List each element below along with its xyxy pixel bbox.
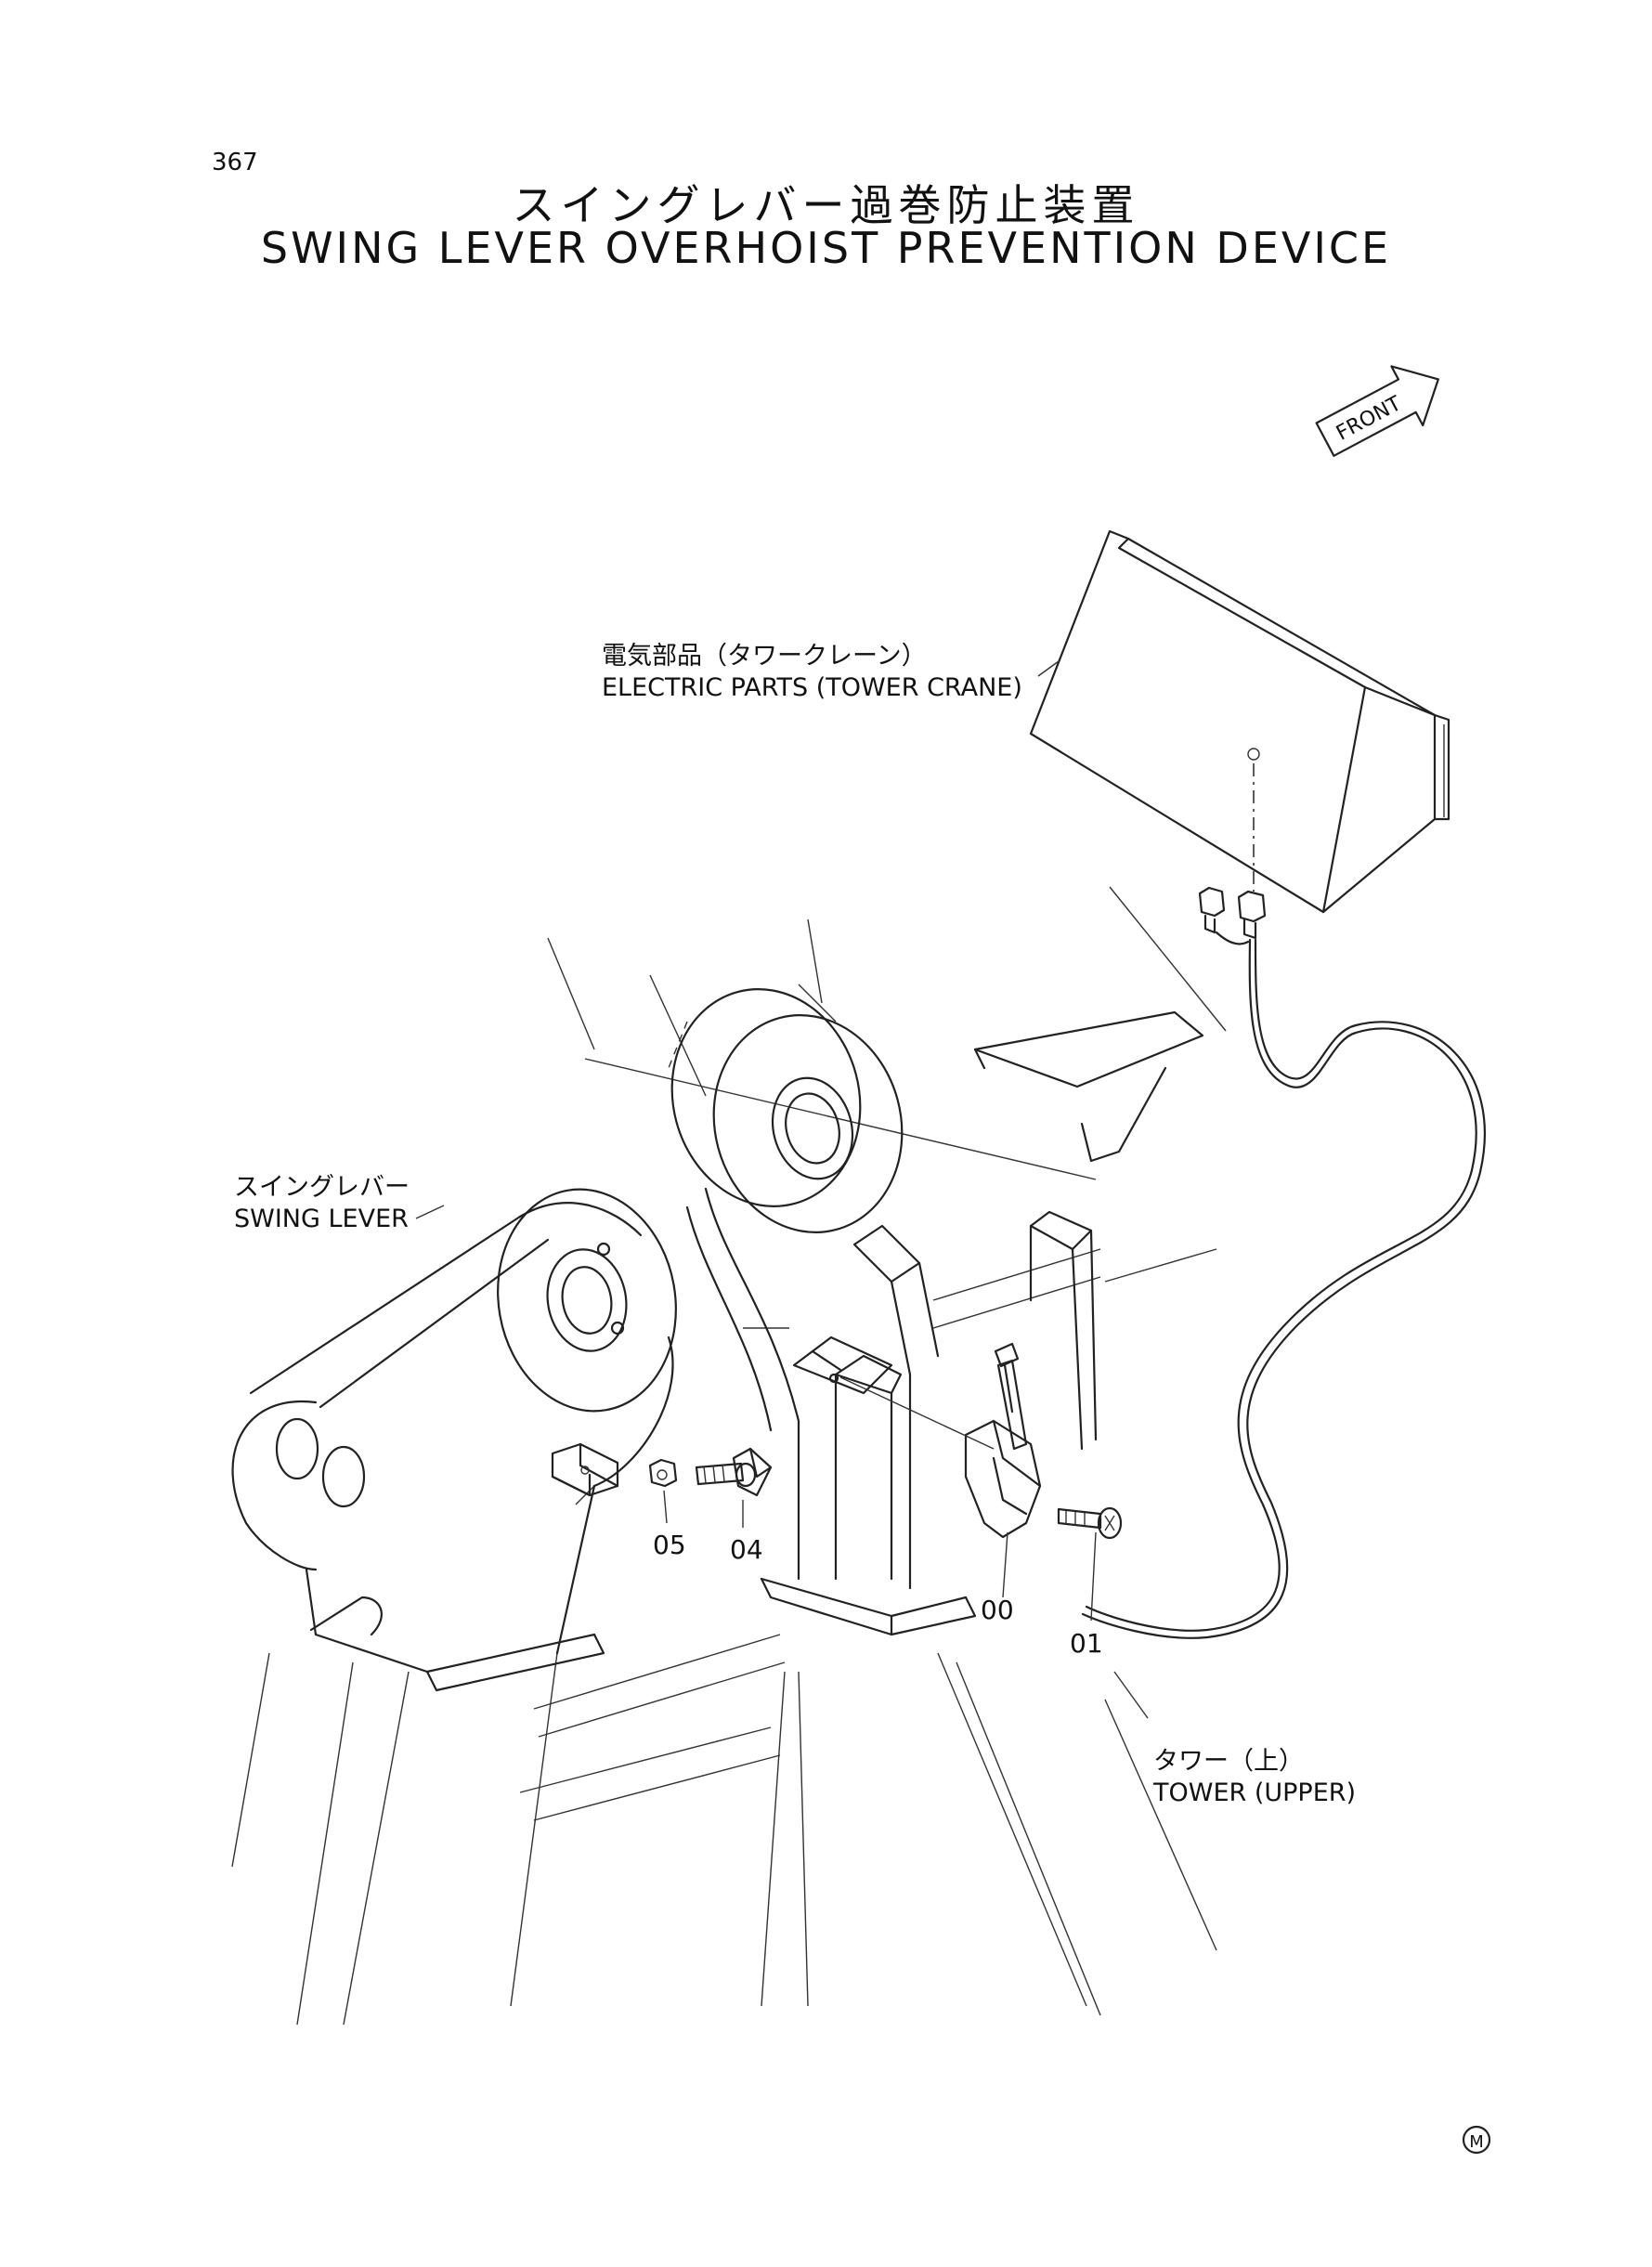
electric-parts-label-en: ELECTRIC PARTS (TOWER CRANE) (602, 673, 1022, 702)
tower-upper-label-en: TOWER (UPPER) (1153, 1778, 1357, 1807)
swing-lever-label-jp: スイングレバー (234, 1173, 410, 1202)
page-title-japanese: スイングレバー過巻防止装置 (512, 180, 1140, 230)
front-arrow-icon: FRONT (1315, 365, 1439, 457)
callout-part-01: 01 (1070, 1628, 1103, 1659)
bolt-part-04 (695, 1447, 773, 1528)
limit-switch (839, 1342, 1042, 1598)
tower-upper-label-jp: タワー（上） (1153, 1747, 1304, 1776)
electric-parts-label-jp: 電気部品（タワークレーン） (602, 642, 927, 671)
footer-mark: M (1469, 2132, 1484, 2152)
leader-lines (415, 660, 1149, 1719)
spacer-block (551, 1442, 619, 1497)
callout-part-05: 05 (653, 1530, 686, 1560)
page-title-english: SWING LEVER OVERHOIST PREVENTION DEVICE (260, 223, 1392, 273)
page-number: 367 (212, 149, 258, 176)
cable-assembly (1081, 886, 1486, 1639)
tower-posts (760, 1210, 1098, 1636)
bolt-part-01 (1057, 1506, 1123, 1622)
nut-part-05 (648, 1458, 678, 1524)
swing-lever (231, 1188, 677, 1692)
tower-structure (231, 886, 1227, 2026)
swing-lever-label-en: SWING LEVER (234, 1205, 409, 1233)
m-mark-icon: M (1462, 2125, 1491, 2155)
callout-part-04: 04 (730, 1534, 763, 1565)
electric-parts-box (1029, 529, 1450, 914)
callout-part-00: 00 (981, 1595, 1014, 1625)
tower-pulley-plate (670, 988, 904, 1581)
